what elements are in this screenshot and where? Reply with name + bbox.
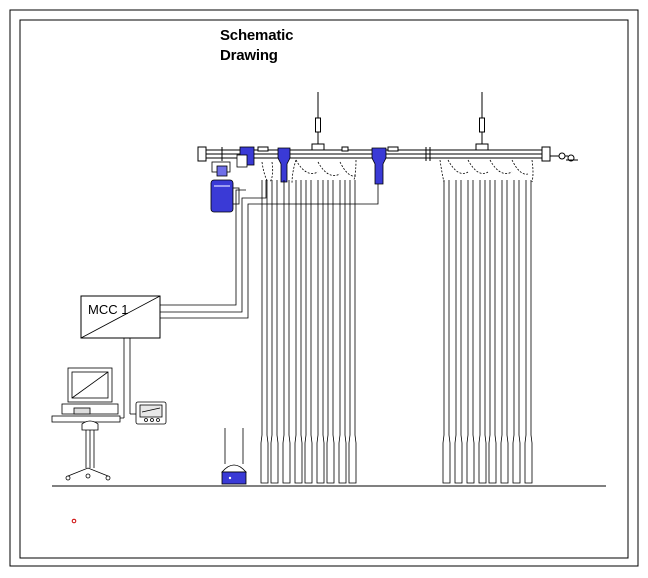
floor-pickup-icon — [221, 428, 247, 485]
red-marker — [71, 518, 77, 524]
curtain-strand — [478, 180, 487, 484]
curtain-strand — [316, 180, 325, 484]
curtain-strand — [512, 180, 521, 484]
curtain-strand — [282, 180, 291, 484]
chain-swags-right — [439, 159, 534, 183]
chain-swags-left — [261, 159, 357, 185]
curtain-strand — [488, 180, 497, 484]
curtain-strand — [294, 180, 303, 484]
suspension-rods — [315, 92, 485, 150]
computer-workstation-icon — [51, 367, 121, 481]
title-line-1: Schematic — [220, 27, 294, 44]
curtain-strand — [304, 180, 313, 484]
curtain-carriers — [277, 147, 387, 185]
mcc-panel — [80, 295, 161, 339]
curtain-strand — [326, 180, 335, 484]
curtain-strands-right — [442, 180, 533, 484]
curtain-strands-left — [260, 180, 357, 484]
handheld-pendant-icon — [135, 401, 167, 425]
curtain-strand — [466, 180, 475, 484]
control-cables — [100, 180, 379, 419]
curtain-strand — [442, 180, 451, 484]
curtain-strand — [524, 180, 533, 484]
curtain-strand — [338, 180, 347, 484]
curtain-strand — [454, 180, 463, 484]
curtain-strand — [348, 180, 357, 484]
inner-frame — [19, 19, 629, 559]
outer-frame — [9, 9, 639, 567]
mcc-label: MCC 1 — [88, 302, 129, 317]
title-line-2: Drawing — [220, 47, 278, 64]
track-rail — [197, 143, 578, 162]
curtain-strand — [270, 180, 279, 484]
curtain-strand — [500, 180, 509, 484]
curtain-strand — [260, 180, 269, 484]
